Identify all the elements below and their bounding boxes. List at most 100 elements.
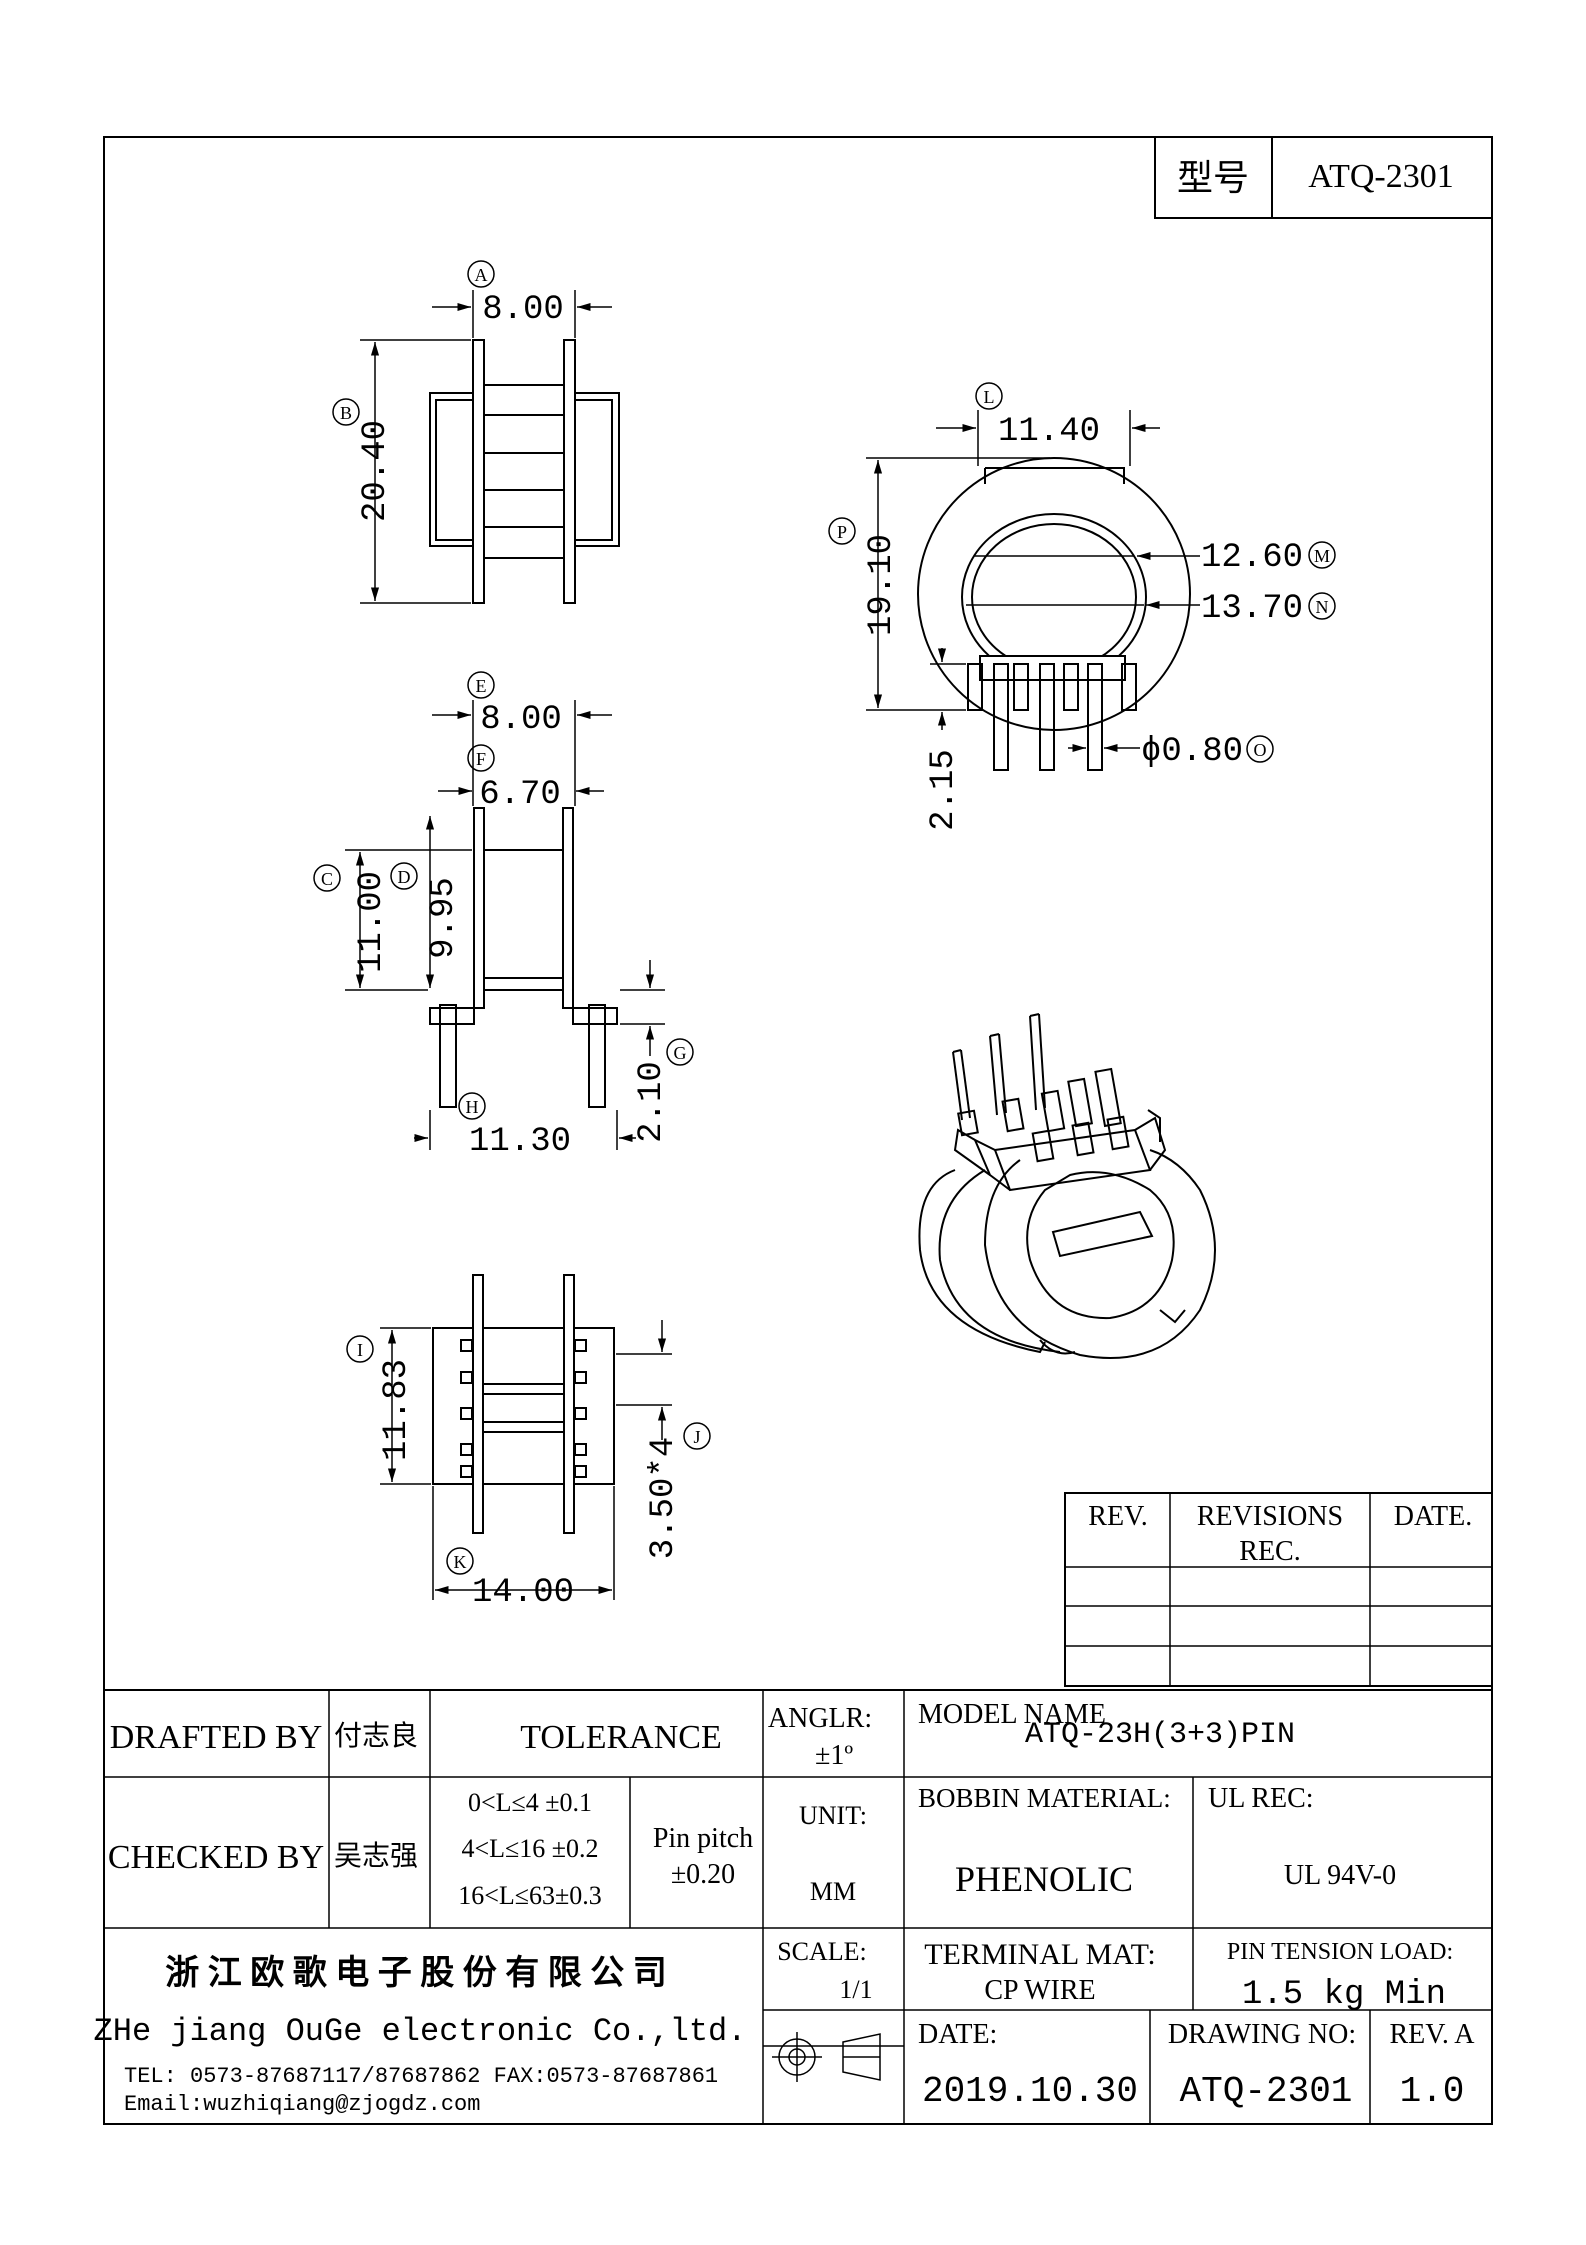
pinblock-left	[432, 1327, 474, 1485]
company-contact: TEL: 0573-87687117/87687862 FAX:0573-876…	[124, 2064, 718, 2089]
date-value: 2019.10.30	[922, 2071, 1138, 2112]
circle-label-N: N	[1308, 592, 1336, 620]
circle-label-A: A	[467, 260, 495, 288]
circle-label-L: L	[975, 382, 1003, 410]
dim-P-value: 19.10	[863, 534, 901, 636]
angle-label: ANGLR:	[768, 1703, 872, 1734]
model-box-label: 型号	[1177, 158, 1249, 198]
drawing-no-value: ATQ-2301	[1180, 2071, 1353, 2112]
pin-2	[1039, 663, 1055, 771]
label-J: J	[693, 1427, 700, 1447]
drawing-no-label: DRAWING NO:	[1168, 2019, 1356, 2050]
revisions-col-header-line1: REVISIONS	[1197, 1501, 1343, 1532]
label-D: D	[398, 867, 411, 887]
inner-window-inner	[971, 523, 1137, 671]
dim-E-value: 8.00	[480, 701, 562, 739]
label-L: L	[984, 387, 995, 407]
flange-left	[472, 339, 485, 604]
flange-right	[563, 339, 576, 604]
tolerance-row-2: 4<L≤16 ±0.2	[461, 1834, 598, 1863]
terminal-mat-label: TERMINAL MAT:	[924, 1938, 1156, 1971]
pin-3	[1087, 663, 1103, 771]
drafted-by-name: 付志良	[334, 1720, 418, 1752]
pin-right	[588, 1004, 606, 1108]
label-B: B	[340, 403, 352, 423]
dim-pin-length-value: 2.15	[925, 749, 963, 831]
circle-label-D: D	[390, 862, 418, 890]
model-name-label: MODEL NAME	[918, 1699, 1106, 1730]
circle-label-K: K	[446, 1547, 474, 1575]
label-F: F	[476, 749, 486, 769]
terminal-mat-value: CP WIRE	[984, 1975, 1095, 2006]
bobbin-material-label: BOBBIN MATERIAL:	[918, 1783, 1171, 1813]
circle-label-J: J	[683, 1422, 711, 1450]
circle-label-B: B	[332, 398, 360, 426]
circle-label-G: G	[666, 1038, 694, 1066]
scale-label: SCALE:	[777, 1937, 867, 1966]
model-name-value: ATQ-23H(3+3)PIN	[1025, 1718, 1295, 1752]
angle-value: ±1º	[815, 1740, 853, 1771]
tolerance-row-3: 16<L≤63±0.3	[458, 1881, 602, 1910]
view-bottom	[432, 1274, 615, 1534]
pin-pitch-label: Pin pitch	[653, 1823, 753, 1854]
label-N: N	[1316, 597, 1329, 617]
dim-C-value: 11.00	[353, 871, 391, 973]
circle-label-I: I	[346, 1335, 374, 1363]
pin-tension-label: PIN TENSION LOAD:	[1227, 1939, 1453, 1965]
label-G: G	[674, 1043, 687, 1063]
revisions-table: REV. REVISIONS REC. DATE.	[1064, 1492, 1493, 1687]
view-top-dims	[360, 290, 612, 604]
label-A: A	[475, 265, 488, 285]
dim-H-value: 11.30	[469, 1123, 571, 1161]
drafted-by-label: DRAFTED BY	[110, 1719, 323, 1756]
label-O: O	[1254, 740, 1267, 760]
view-side-dims	[345, 700, 665, 1150]
label-M: M	[1314, 546, 1330, 566]
company-name-en: ZHe jiang OuGe electronic Co.,ltd.	[94, 2013, 747, 2050]
pin-base	[979, 655, 1126, 681]
label-H: H	[466, 1097, 479, 1117]
dim-F-value: 6.70	[479, 776, 561, 814]
rev-label: REV. A	[1389, 2019, 1475, 2050]
circle-label-H: H	[458, 1092, 486, 1120]
company-name-cn: 浙 江 欧 歌 电 子 股 份 有 限 公 司	[165, 1954, 667, 1992]
tolerance-row-1: 0<L≤4 ±0.1	[468, 1788, 592, 1817]
checked-by-label: CHECKED BY	[108, 1839, 324, 1876]
flange-right	[563, 1274, 575, 1534]
title-block: DRAFTED BY 付志良 CHECKED BY 吴志强 TOLERANCE …	[94, 1689, 1493, 2125]
revisions-col-header-line2: REC.	[1239, 1536, 1300, 1567]
label-E: E	[476, 676, 487, 696]
pin-left	[439, 1004, 457, 1108]
view-side	[429, 807, 618, 1108]
view-isometric	[918, 1013, 1216, 1359]
circle-label-E: E	[467, 671, 495, 699]
ul-rec-value: UL 94V-0	[1284, 1860, 1396, 1891]
rev-value: 1.0	[1400, 2071, 1465, 2112]
projection-symbol	[772, 2032, 881, 2082]
company-email: Email:wuzhiqiang@zjogdz.com	[124, 2092, 480, 2117]
pin-tension-value: 1.5 kg Min	[1242, 1976, 1446, 2014]
model-box: 型号 ATQ-2301	[1154, 136, 1493, 219]
scale-value: 1/1	[839, 1975, 872, 2004]
dim-G-value: 2.10	[633, 1061, 671, 1143]
label-K: K	[454, 1552, 467, 1572]
date-col-header: DATE.	[1394, 1501, 1473, 1532]
tolerance-label: TOLERANCE	[520, 1719, 721, 1756]
dim-L-value: 11.40	[998, 413, 1100, 451]
circle-label-P: P	[828, 517, 856, 545]
rev-col-header: REV.	[1088, 1501, 1147, 1532]
date-label: DATE:	[918, 2019, 997, 2050]
flange-right	[562, 807, 574, 1009]
dim-J-value: 3.50*4	[645, 1437, 683, 1559]
bobbin-material-value: PHENOLIC	[955, 1859, 1133, 1899]
flange-left	[472, 1274, 484, 1534]
ul-rec-label: UL REC:	[1208, 1783, 1314, 1814]
circle-label-C: C	[313, 864, 341, 892]
dim-O-value: ϕ0.80	[1141, 733, 1243, 771]
label-C: C	[321, 869, 333, 889]
dim-A-value: 8.00	[482, 291, 564, 329]
circle-label-F: F	[467, 744, 495, 772]
dim-N-value: 13.70	[1201, 590, 1303, 628]
view-top	[429, 339, 620, 604]
